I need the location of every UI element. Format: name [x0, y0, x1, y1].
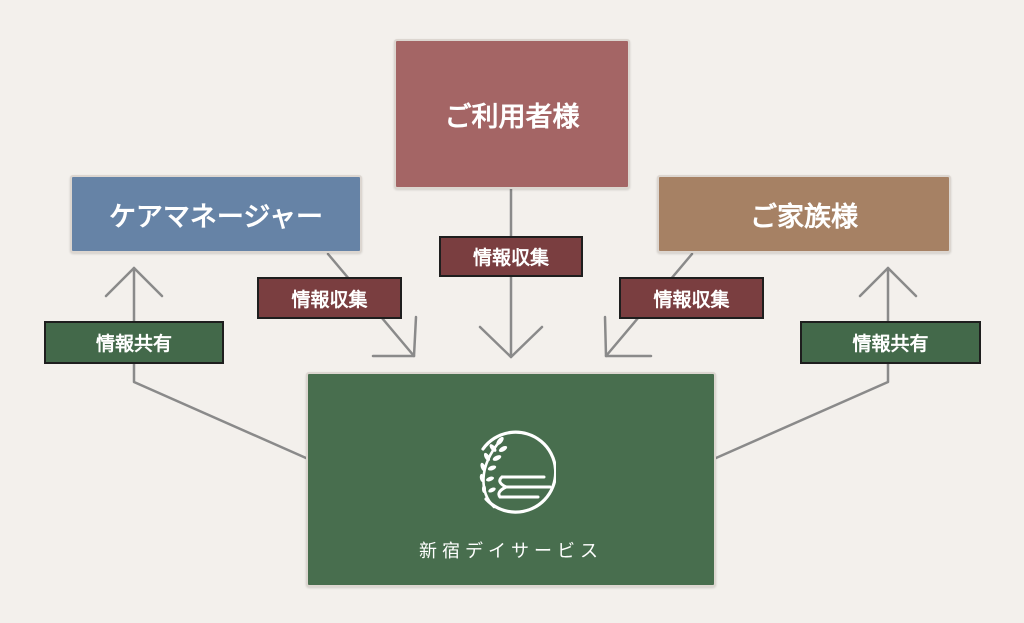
info-collect-label-center: 情報収集	[472, 247, 549, 269]
arrowhead-up-left	[104, 266, 164, 298]
care-manager-label: ケアマネージャー	[108, 201, 324, 233]
connector-center-to-family	[714, 266, 890, 460]
info-share-tag-left: 情報共有	[44, 321, 224, 364]
user-box: ご利用者様	[394, 39, 630, 189]
user-label: ご利用者様	[444, 101, 580, 133]
info-collect-tag-left: 情報収集	[257, 277, 402, 319]
day-service-box: 新宿デイサービス	[306, 372, 716, 587]
arrowhead-center-down	[478, 325, 544, 359]
care-manager-box: ケアマネージャー	[70, 175, 362, 253]
rice-ear-logo-icon	[479, 430, 556, 514]
info-share-label-left: 情報共有	[95, 333, 172, 355]
info-share-label-right: 情報共有	[852, 333, 929, 355]
arrowhead-right-collect	[603, 315, 653, 358]
arrowhead-left-collect	[371, 315, 418, 358]
info-collect-tag-right: 情報収集	[619, 277, 764, 319]
day-service-label: 新宿デイサービス	[419, 541, 603, 562]
arrowhead-up-right	[858, 266, 918, 298]
info-share-tag-right: 情報共有	[800, 321, 981, 364]
info-collect-tag-center: 情報収集	[439, 236, 583, 277]
family-label: ご家族様	[750, 201, 858, 233]
connector-center-to-cm	[132, 266, 308, 460]
info-collect-label-left: 情報収集	[291, 288, 368, 311]
info-collect-label-right: 情報収集	[653, 288, 730, 311]
family-box: ご家族様	[657, 175, 951, 253]
